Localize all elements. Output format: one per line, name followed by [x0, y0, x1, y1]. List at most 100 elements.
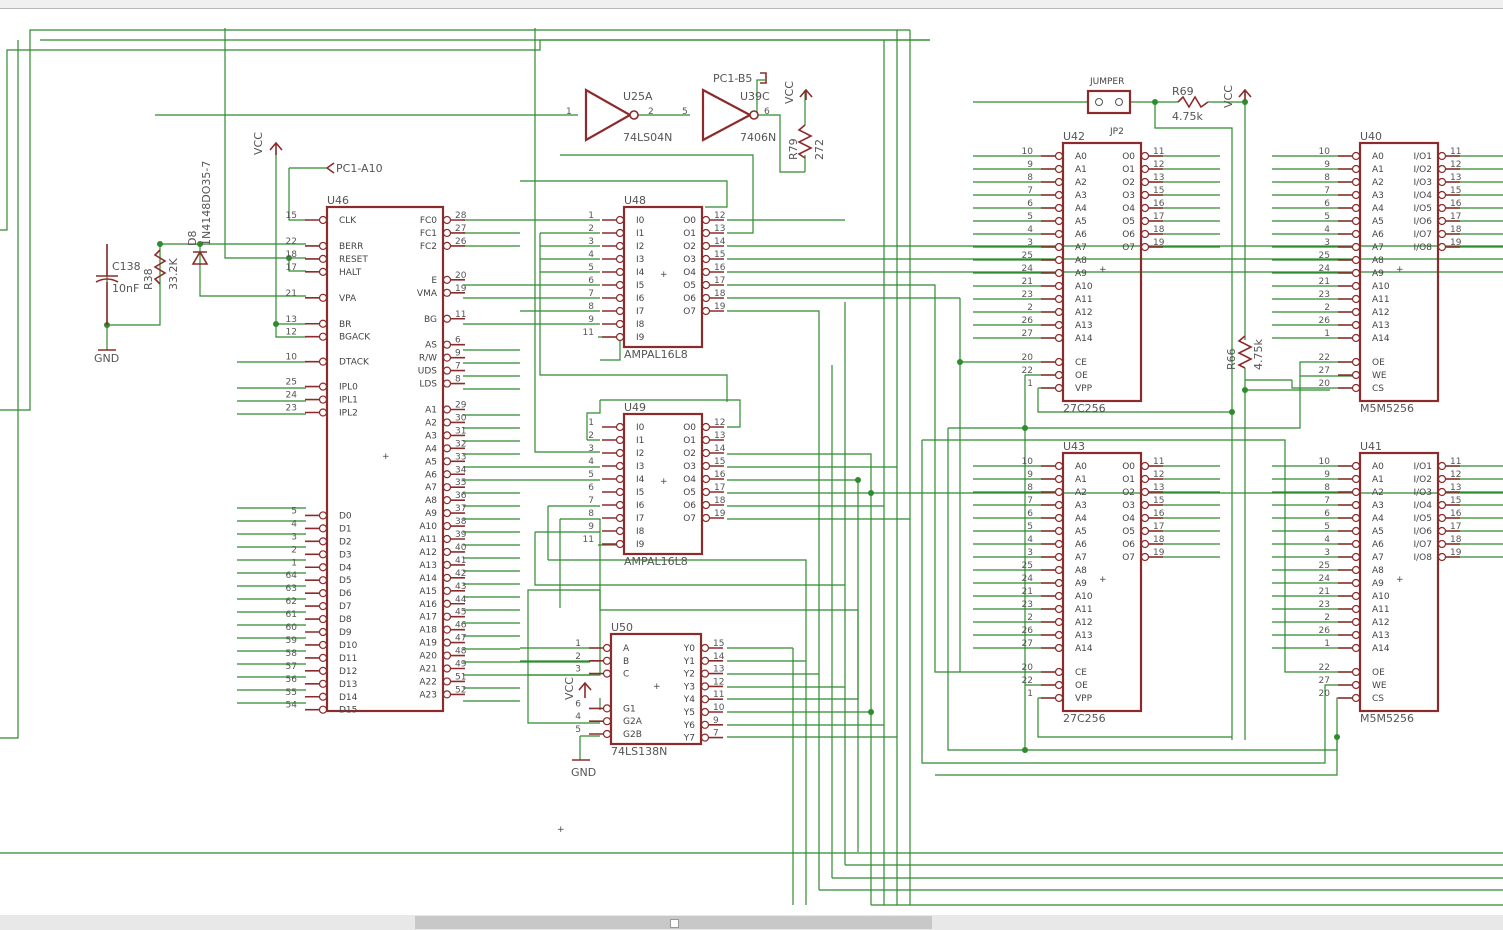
u48-pin-number: 15: [714, 250, 725, 260]
u42-pin-number: 24: [1022, 264, 1034, 274]
u46-pin-label: D2: [339, 537, 352, 547]
u49-pin-label: I2: [636, 449, 644, 459]
u46-pin-number: 11: [455, 310, 466, 320]
u46-pin-number: 55: [286, 688, 297, 698]
r66-value: 4.75k: [1252, 339, 1265, 370]
u49-part: AMPAL16L8: [624, 555, 688, 568]
u49-body: [622, 412, 704, 556]
u43-pin-bubble: [1054, 604, 1064, 614]
u42-pin-number: 6: [1027, 199, 1033, 209]
u46-pin-bubble: [442, 470, 452, 479]
u46-pin-bubble: [442, 405, 452, 414]
junctions: [104, 99, 1340, 753]
u43-pin-bubble: [1140, 539, 1150, 549]
u41-pin-bubble: [1351, 591, 1361, 601]
u50-pin-number: 7: [713, 729, 719, 739]
u42-pin-label: A7: [1075, 243, 1087, 253]
u42-pin-label: A0: [1075, 152, 1087, 162]
schematic-canvas[interactable]: VCC VCC VCC VCC GND GND C138 10nF R38 33…: [0, 9, 1503, 915]
u39c-pin-out: 6: [764, 107, 770, 117]
u46-pin-bubble: [318, 550, 328, 559]
u46-pin-number: 37: [455, 504, 466, 514]
u49-pin-bubble: [701, 461, 711, 471]
u43-pin-number: 8: [1027, 483, 1033, 493]
u40-pin-number: 2: [1324, 303, 1330, 313]
u48-pin-label: O0: [683, 216, 696, 226]
u48-pin-number: 7: [588, 289, 594, 299]
u40-pin-label: A4: [1372, 204, 1384, 214]
u42-pin-label: A8: [1075, 256, 1087, 266]
u40-pin-label: A3: [1372, 191, 1384, 201]
u40-pin-number: 24: [1319, 264, 1331, 274]
u48-pin-label: I1: [636, 229, 644, 239]
u49-pin-label: I7: [636, 514, 644, 524]
u46-pin-bubble: [442, 379, 452, 388]
u46-pin-number: 13: [286, 315, 297, 325]
u43-pin-number: 25: [1022, 561, 1033, 571]
u41-pin-bubble: [1437, 526, 1447, 536]
u46-pin-number: 40: [455, 543, 467, 553]
u48-pin-label: I0: [636, 216, 645, 226]
u50-pin-bubble: [700, 643, 710, 653]
scrollbar-grip-icon[interactable]: [670, 919, 679, 928]
u46-pin-number: 25: [286, 378, 297, 388]
u50-pin-label: G2A: [623, 717, 643, 727]
u48-pin-bubble: [701, 267, 711, 277]
u42-pin-bubble: [1140, 216, 1150, 226]
u50-pin-bubble: [602, 656, 612, 665]
u46-pin-number: 26: [455, 237, 467, 247]
schematic-svg[interactable]: VCC VCC VCC VCC GND GND C138 10nF R38 33…: [0, 9, 1503, 915]
u40-pin-label: A0: [1372, 152, 1384, 162]
u48-pin-number: 6: [588, 276, 594, 286]
u40-pin-label: A11: [1372, 295, 1390, 305]
u46-pin-number: 54: [286, 701, 298, 711]
u42-pin-number: 21: [1022, 277, 1033, 287]
u41-pin-number: 17: [1450, 522, 1461, 532]
r69-value: 4.75k: [1172, 110, 1203, 123]
u40-pin-number: 13: [1450, 173, 1461, 183]
u41-pin-label: A0: [1372, 462, 1384, 472]
u40-pin-label: WE: [1372, 371, 1387, 381]
horizontal-scrollbar[interactable]: [0, 915, 1503, 930]
u46-pin-bubble: [442, 534, 452, 544]
u46-pin-label: A1: [425, 406, 437, 416]
u41-part: M5M5256: [1360, 712, 1414, 725]
u42-pin-number: 19: [1153, 238, 1165, 248]
u49-pin-bubble: [615, 539, 625, 549]
u40-pin-bubble: [1351, 190, 1361, 200]
u40-pin-number: 6: [1324, 199, 1330, 209]
u41-origin-mark: +: [1396, 575, 1404, 585]
u49-pin-label: O3: [683, 462, 696, 472]
u42-pin-label: O2: [1122, 178, 1135, 188]
u43-pin-number: 2: [1027, 613, 1033, 623]
u40-pin-bubble: [1437, 164, 1447, 174]
u43-pin-bubble: [1054, 578, 1064, 588]
d8-part: 1N4148DO35-7: [200, 161, 213, 246]
d8-name: D8: [186, 231, 199, 246]
u46-pin-label: A5: [425, 457, 437, 467]
r79-value: 272: [813, 139, 826, 160]
u46-pin-label: A14: [419, 574, 437, 584]
u39c-part: 7406N: [740, 131, 776, 144]
u46-pin-label: D13: [339, 680, 357, 690]
u43-pin-bubble: [1054, 693, 1064, 703]
u43-pin-label: A11: [1075, 605, 1093, 615]
u43-pin-label: A1: [1075, 475, 1087, 485]
u43-pin-bubble: [1140, 461, 1150, 471]
u43-pin-label: OE: [1075, 681, 1088, 691]
u48-pin-label: I9: [636, 333, 645, 343]
u40-pin-label: I/O2: [1414, 165, 1433, 175]
u46-pin-number: 2: [291, 545, 297, 555]
u46-pin-bubble: [318, 215, 328, 225]
u41-pin-bubble: [1351, 643, 1361, 653]
u41-pin-number: 24: [1319, 574, 1331, 584]
u40-pin-label: A14: [1372, 334, 1390, 344]
u40-pin-label: I/O6: [1414, 217, 1433, 227]
u43-pin-bubble: [1054, 539, 1064, 549]
u46-pin-label: D7: [339, 602, 352, 612]
u43-pin-bubble: [1054, 667, 1064, 677]
u46-pin-label: IPL2: [339, 409, 358, 419]
u46-pin-bubble: [442, 228, 452, 238]
u48-pin-number: 3: [588, 237, 594, 247]
u43-pin-number: 7: [1027, 496, 1033, 506]
